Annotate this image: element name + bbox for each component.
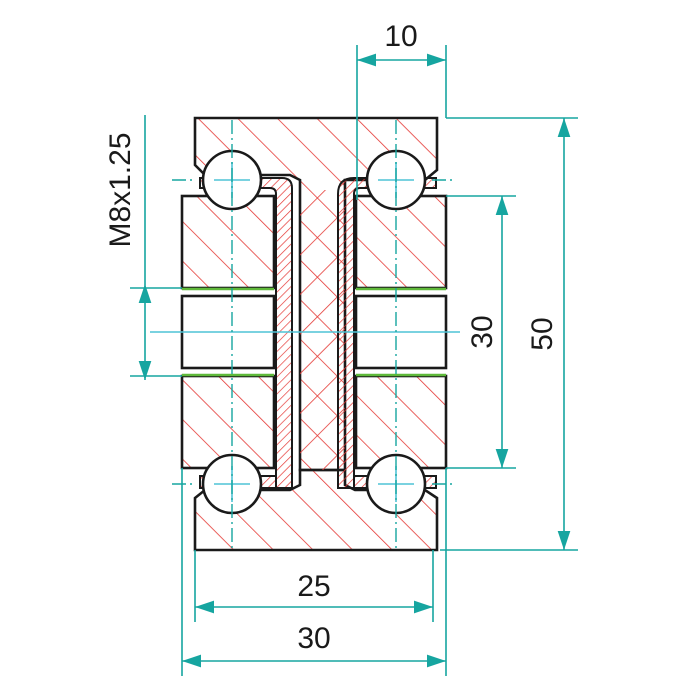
dimension-thread-label: M8x1.25 [104,132,137,247]
dimension-overall-height-label: 50 [526,317,559,350]
dimension-overall-height: 50 [440,117,578,551]
dimension-top-offset-label: 10 [384,20,417,53]
dimension-thread: M8x1.25 [104,115,182,380]
dimension-overall-width-label: 30 [297,622,330,655]
dimension-top-offset: 10 [356,20,447,200]
dimension-inner-width: 25 [194,550,434,622]
left-carriage [180,177,293,489]
dimension-inner-height-label: 30 [466,315,499,348]
dimension-inner-width-label: 25 [297,570,330,603]
rail-web [300,190,345,470]
dimension-overall-width: 30 [181,468,447,676]
right-carriage [337,177,448,489]
center-lines [150,120,460,550]
dimension-inner-height: 30 [446,195,516,469]
